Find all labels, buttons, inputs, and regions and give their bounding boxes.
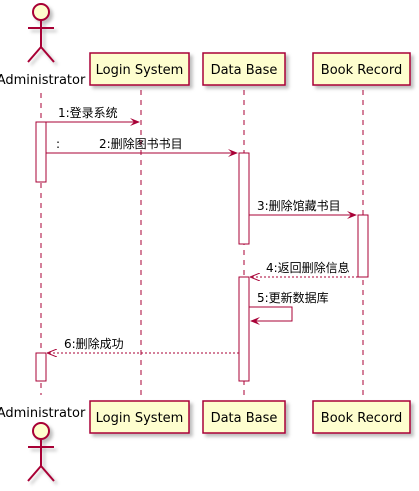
activation-administrator-1 <box>35 121 47 183</box>
participant-book-record-bottom: Book Record <box>312 400 411 434</box>
participant-book-record-top: Book Record <box>312 52 411 86</box>
participant-label-data-base-top: Data Base <box>211 63 278 78</box>
message-arrow-5 <box>249 306 293 325</box>
message-label-6: 6:删除成功 <box>64 336 124 351</box>
participant-data-base-top: Data Base <box>202 52 286 86</box>
message-label-1: 1:登录系统 <box>58 105 118 120</box>
activation-administrator-2 <box>35 352 47 382</box>
participant-label-book-record-top: Book Record <box>321 63 402 78</box>
participant-label-book-record-bottom: Book Record <box>321 411 402 426</box>
message-extra-colon: : <box>56 137 60 151</box>
actor-administrator-bottom <box>27 422 55 482</box>
actor-administrator-top <box>27 3 55 63</box>
participant-login-system-bottom: Login System <box>89 400 190 434</box>
participant-label-administrator-top: Administrator <box>0 73 86 88</box>
message-label-3: 3:删除馆藏书目 <box>257 198 341 213</box>
message-label-5: 5:更新数据库 <box>257 290 329 305</box>
activation-data-base-2 <box>238 276 250 382</box>
participant-label-data-base-bottom: Data Base <box>211 411 278 426</box>
participant-login-system-top: Login System <box>89 52 190 86</box>
activation-book-record-1 <box>357 214 369 278</box>
participant-label-administrator-bottom: Administrator <box>0 406 86 421</box>
message-label-2: 2:删除图书书目 <box>99 136 183 151</box>
participant-label-login-system-bottom: Login System <box>96 411 184 426</box>
participant-data-base-bottom: Data Base <box>202 400 286 434</box>
message-label-4: 4:返回删除信息 <box>266 260 350 275</box>
activation-data-base-1 <box>238 152 250 245</box>
participant-label-login-system-top: Login System <box>96 63 184 78</box>
